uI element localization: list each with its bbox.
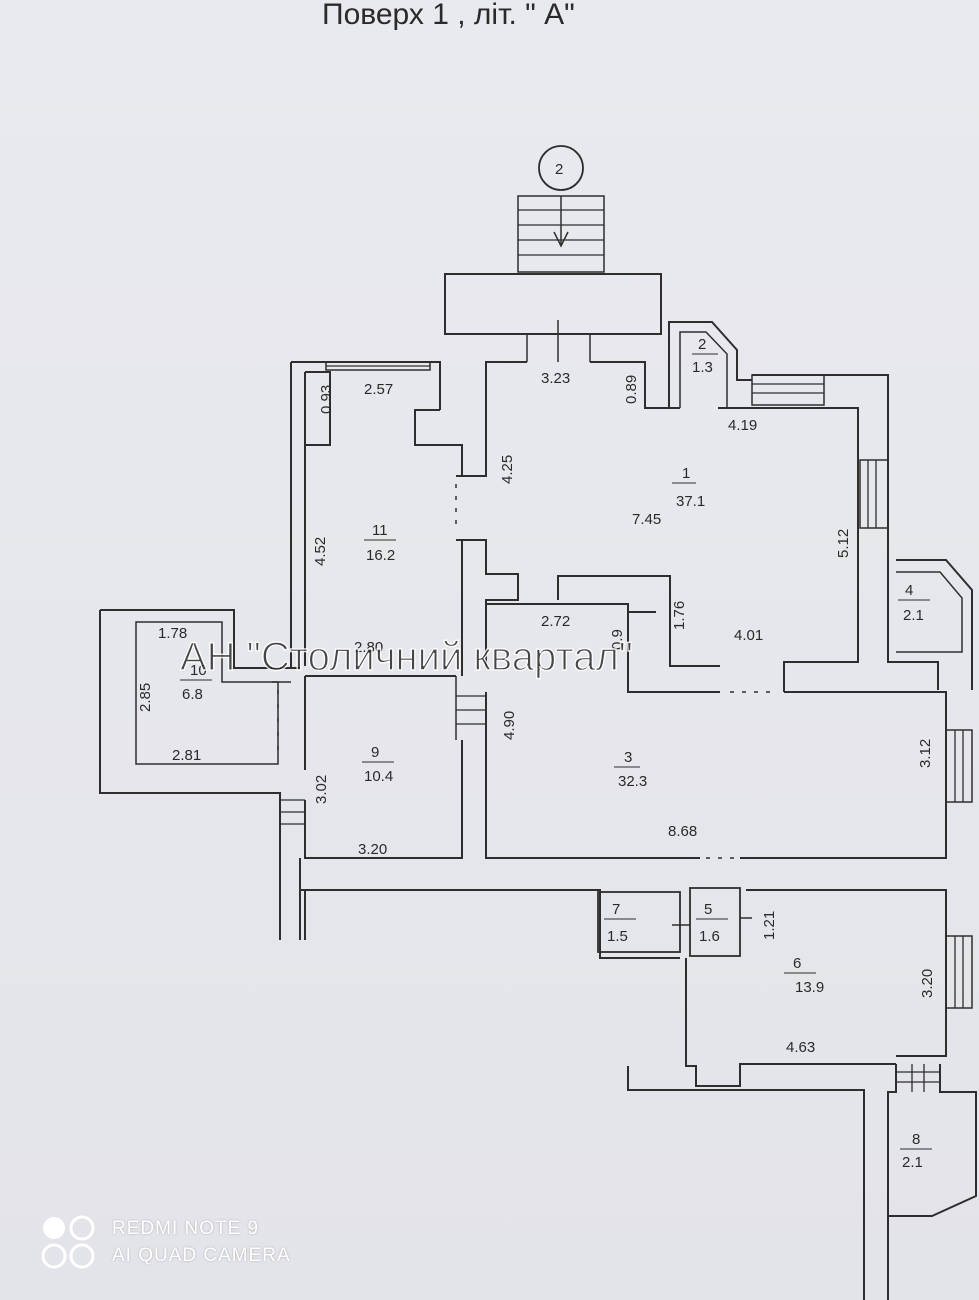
dimension-label: 3.02 <box>313 775 330 804</box>
dimension-label: 4.19 <box>728 417 757 434</box>
camera-watermark: REDMI NOTE 9 AI QUAD CAMERA <box>40 1214 320 1274</box>
room-7-area: 1.5 <box>607 928 628 945</box>
dimension-label: 1.78 <box>158 625 187 642</box>
dimension-label: 2.72 <box>541 613 570 630</box>
room-1-area: 37.1 <box>676 493 705 510</box>
room-4-area: 2.1 <box>903 607 924 624</box>
room-5-number: 5 <box>704 901 712 918</box>
dimension-label: 0.89 <box>623 375 640 404</box>
dimension-label: 4.25 <box>499 455 516 484</box>
dimension-label: 1.76 <box>671 601 688 630</box>
entrance-stairs <box>517 195 605 273</box>
room-4-number: 4 <box>905 582 913 599</box>
entrance-porch <box>444 273 662 362</box>
room-2-area: 1.3 <box>692 359 713 376</box>
room-5-area: 1.6 <box>699 928 720 945</box>
entrance-marker-label: 2 <box>555 161 563 178</box>
dimension-label: 2.57 <box>364 381 393 398</box>
building-walls <box>99 321 977 1300</box>
dimension-label: 2.85 <box>137 683 154 712</box>
room-11-number: 11 <box>372 522 388 539</box>
dimension-labels: 3.23 0.89 0.93 2.57 4.19 4.25 7.45 5.12 … <box>137 370 936 1056</box>
entrance-marker: 2 <box>538 145 584 191</box>
dimension-label: 4.01 <box>734 627 763 644</box>
camera-lens-icon <box>41 1215 95 1269</box>
room-2-number: 2 <box>698 336 706 353</box>
room-1-number: 1 <box>682 465 690 482</box>
room-3-number: 3 <box>624 749 632 766</box>
room-3-area: 32.3 <box>618 773 647 790</box>
room-6-area: 13.9 <box>795 979 824 996</box>
dimension-label: 1.21 <box>761 911 778 940</box>
room-7-number: 7 <box>612 901 620 918</box>
dimension-label: 8.68 <box>668 823 697 840</box>
room-9-number: 9 <box>371 744 379 761</box>
dimension-label: 3.12 <box>917 739 934 768</box>
dimension-label: 3.20 <box>358 841 387 858</box>
room-11-area: 16.2 <box>366 547 395 564</box>
room-labels: 1 37.1 2 1.3 3 32.3 4 2.1 5 1.6 6 13.9 7… <box>180 336 932 1171</box>
dimension-label: 2.81 <box>172 747 201 764</box>
camera-model-text: REDMI NOTE 9 <box>112 1218 260 1239</box>
dimension-label: 4.90 <box>501 711 518 740</box>
room-8-number: 8 <box>912 1131 920 1148</box>
floor-title: Поверх 1 , літ. " А" <box>322 0 575 31</box>
room-10-area: 6.8 <box>182 686 203 703</box>
dimension-label: 4.52 <box>312 537 329 566</box>
dimension-label: 4.63 <box>786 1039 815 1056</box>
dimension-label: 2.80 <box>354 639 383 656</box>
dimension-label: 3.23 <box>541 370 570 387</box>
room-8-area: 2.1 <box>902 1154 923 1171</box>
room-10-number: 10 <box>190 662 207 679</box>
dimension-label: 3.20 <box>919 969 936 998</box>
camera-feature-text: AI QUAD CAMERA <box>112 1245 291 1266</box>
room-9-area: 10.4 <box>364 768 393 785</box>
dimension-label: 0.9 <box>609 629 626 650</box>
dimension-label: 7.45 <box>632 511 661 528</box>
dimension-label: 0.93 <box>318 385 335 414</box>
dimension-label: 5.12 <box>835 529 852 558</box>
room-6-number: 6 <box>793 955 801 972</box>
watermark: АН "Столичний квартал" <box>180 635 633 679</box>
